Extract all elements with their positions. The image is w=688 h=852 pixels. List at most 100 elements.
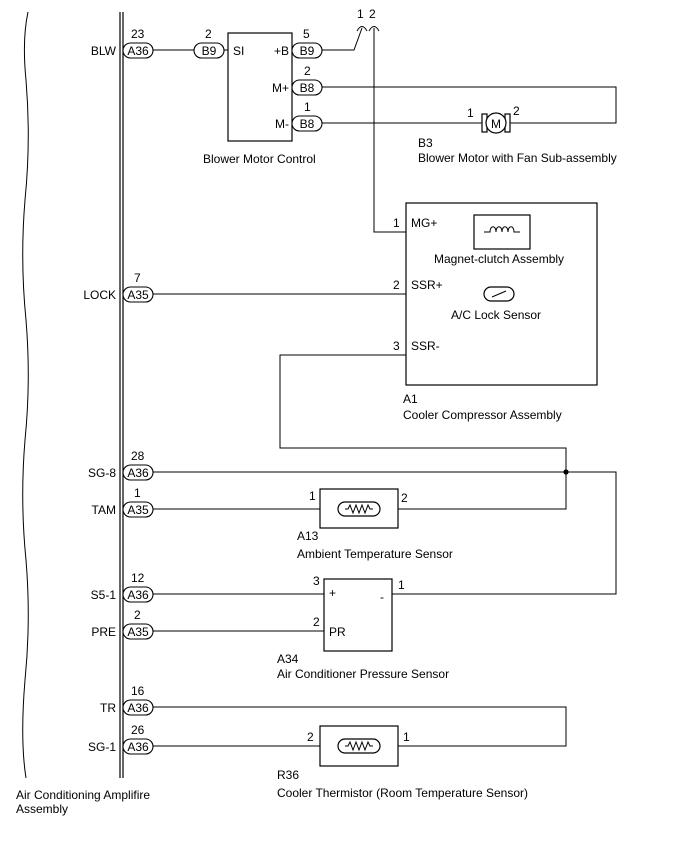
pressure-pin3: 3 [313,574,320,588]
amp-pin-tr-label: TR [100,701,116,715]
amp-pin-s51-label: S5-1 [91,588,117,602]
amp-pin-sg1: SG-1 26 A36 [88,723,154,755]
pressure-plus: + [329,586,336,600]
thermistor-icon [337,501,381,517]
coil-icon [484,226,520,233]
amp-pin-s51: S5-1 12 A36 [91,571,154,603]
pressure-code: A34 [277,652,299,666]
compressor-name: Cooler Compressor Assembly [403,408,562,422]
blower-mp-conn-code: B8 [300,81,315,95]
amp-connector-sg8 [122,464,154,481]
blower-mp-connector [291,79,323,96]
amp-pin-s51-number: 12 [131,571,145,585]
amp-pin-sg1-label: SG-1 [88,740,116,754]
motor-code: B3 [418,136,433,150]
blower-motor: M 1 2 B3 Blower Motor with Fan Sub-assem… [418,104,617,165]
magnet-clutch-name: Magnet-clutch Assembly [434,252,564,266]
room-thermistor-icon [337,738,381,754]
pressure-pr-label: PR [329,625,346,639]
compressor-mg-label: MG+ [411,216,437,230]
amp-pin-tam: TAM 1 A35 [92,486,154,518]
amp-pin-tr-number: 16 [131,684,145,698]
pressure-name: Air Conditioner Pressure Sensor [277,667,449,681]
thermistor-pin2: 2 [307,730,314,744]
ambient-code: A13 [297,529,319,543]
compressor-ssrp-label: SSR+ [411,278,443,292]
blower-si-conn-code: B9 [202,44,217,58]
cooler-compressor: 1 MG+ Magnet-clutch Assembly 2 SSR+ A/C … [393,202,598,422]
amp-pin-blw-number: 23 [131,27,145,41]
blower-mm-label: M- [275,117,289,131]
compressor-ssrp-pin: 2 [393,278,400,292]
compressor-code: A1 [403,392,418,406]
blower-mp-label: M+ [272,81,289,95]
compressor-ssrm-pin: 3 [393,339,400,353]
amp-pin-sg8-number: 28 [131,449,145,463]
amp-connector-lock-code: A35 [127,288,149,302]
amp-pin-tam-number: 1 [134,486,141,500]
amp-pin-tr: TR 16 A36 [100,684,154,716]
thermistor-name: Cooler Thermistor (Room Temperature Sens… [277,786,528,800]
ambient-pin1: 1 [309,489,316,503]
compressor-mg-pin: 1 [393,216,400,230]
thermistor-pin1: 1 [403,730,410,744]
amp-pin-pre-label: PRE [91,625,116,639]
amp-connector-pre-code: A35 [127,625,149,639]
blower-si-pin: 2 [205,27,212,41]
ambient-sensor: 1 2 A13 Ambient Temperature Sensor [297,488,453,561]
amp-pin-pre: PRE 2 A35 [91,608,154,640]
ambient-pin2: 2 [401,491,408,505]
motor-pin2: 2 [513,104,520,118]
amp-pin-blw: BLW 23 A36 [91,27,154,59]
amp-pin-lock: LOCK 7 A35 [83,271,154,303]
blower-pb-conn-code: B9 [300,44,315,58]
amp-connector-pre [122,623,154,640]
amp-connector-blw [122,42,154,59]
blower-pb-pin: 5 [303,27,310,41]
amp-connector-s51-code: A36 [127,588,149,602]
amp-pin-blw-label: BLW [91,44,117,58]
lock-sensor-name: A/C Lock Sensor [451,308,541,322]
motor-name: Blower Motor with Fan Sub-assembly [418,151,617,165]
blower-si-connector [193,42,225,59]
amplifier-name-line2: Assembly [16,802,68,816]
amp-pin-sg1-number: 26 [131,723,145,737]
pressure-sensor: 3 2 1 + - PR A34 Air Conditioner Pressur… [277,574,449,681]
amp-connector-sg1 [122,738,154,755]
blower-mm-connector [291,115,323,132]
cooler-thermistor: 2 1 R36 Cooler Thermistor (Room Temperat… [277,725,528,800]
pressure-minus: - [380,590,384,604]
motor-symbol: M [491,117,501,131]
amp-pin-sg8: SG-8 28 A36 [88,449,154,481]
blower-motor-control: Blower Motor Control SI 2 B9 +B 5 B9 M+ … [193,27,323,166]
amp-connector-tam-code: A35 [127,503,149,517]
motor-icon [485,112,507,134]
amp-connector-s51 [122,586,154,603]
amp-pin-lock-label: LOCK [83,288,116,302]
amp-connector-sg1-code: A36 [127,740,149,754]
amplifier-name-line1: Air Conditioning Amplifire [16,788,150,802]
amp-connector-lock [122,286,154,303]
ambient-name: Ambient Temperature Sensor [297,547,453,561]
blower-mm-conn-code: B8 [300,117,315,131]
amp-connector-tam [122,501,154,518]
blower-pb-label: +B [274,44,289,58]
blower-mm-pin: 1 [304,100,311,114]
amp-connector-sg8-code: A36 [127,466,149,480]
amplifier-body [22,11,124,779]
pressure-sensor-box [323,578,393,652]
pressure-pin1: 1 [398,578,405,592]
amp-connector-tr-code: A36 [127,701,149,715]
offpage-1: 1 [357,7,364,21]
motor-pin1: 1 [467,106,474,120]
blower-control-name: Blower Motor Control [203,152,316,166]
amp-pin-pre-number: 2 [134,608,141,622]
amp-connector-tr [122,699,154,716]
blower-pb-connector [291,42,323,59]
blower-mp-pin: 2 [304,64,311,78]
amp-pin-lock-number: 7 [134,271,141,285]
amp-connector-blw-code: A36 [127,44,149,58]
offpage-2: 2 [369,7,376,21]
amp-pin-tam-label: TAM [92,503,116,517]
